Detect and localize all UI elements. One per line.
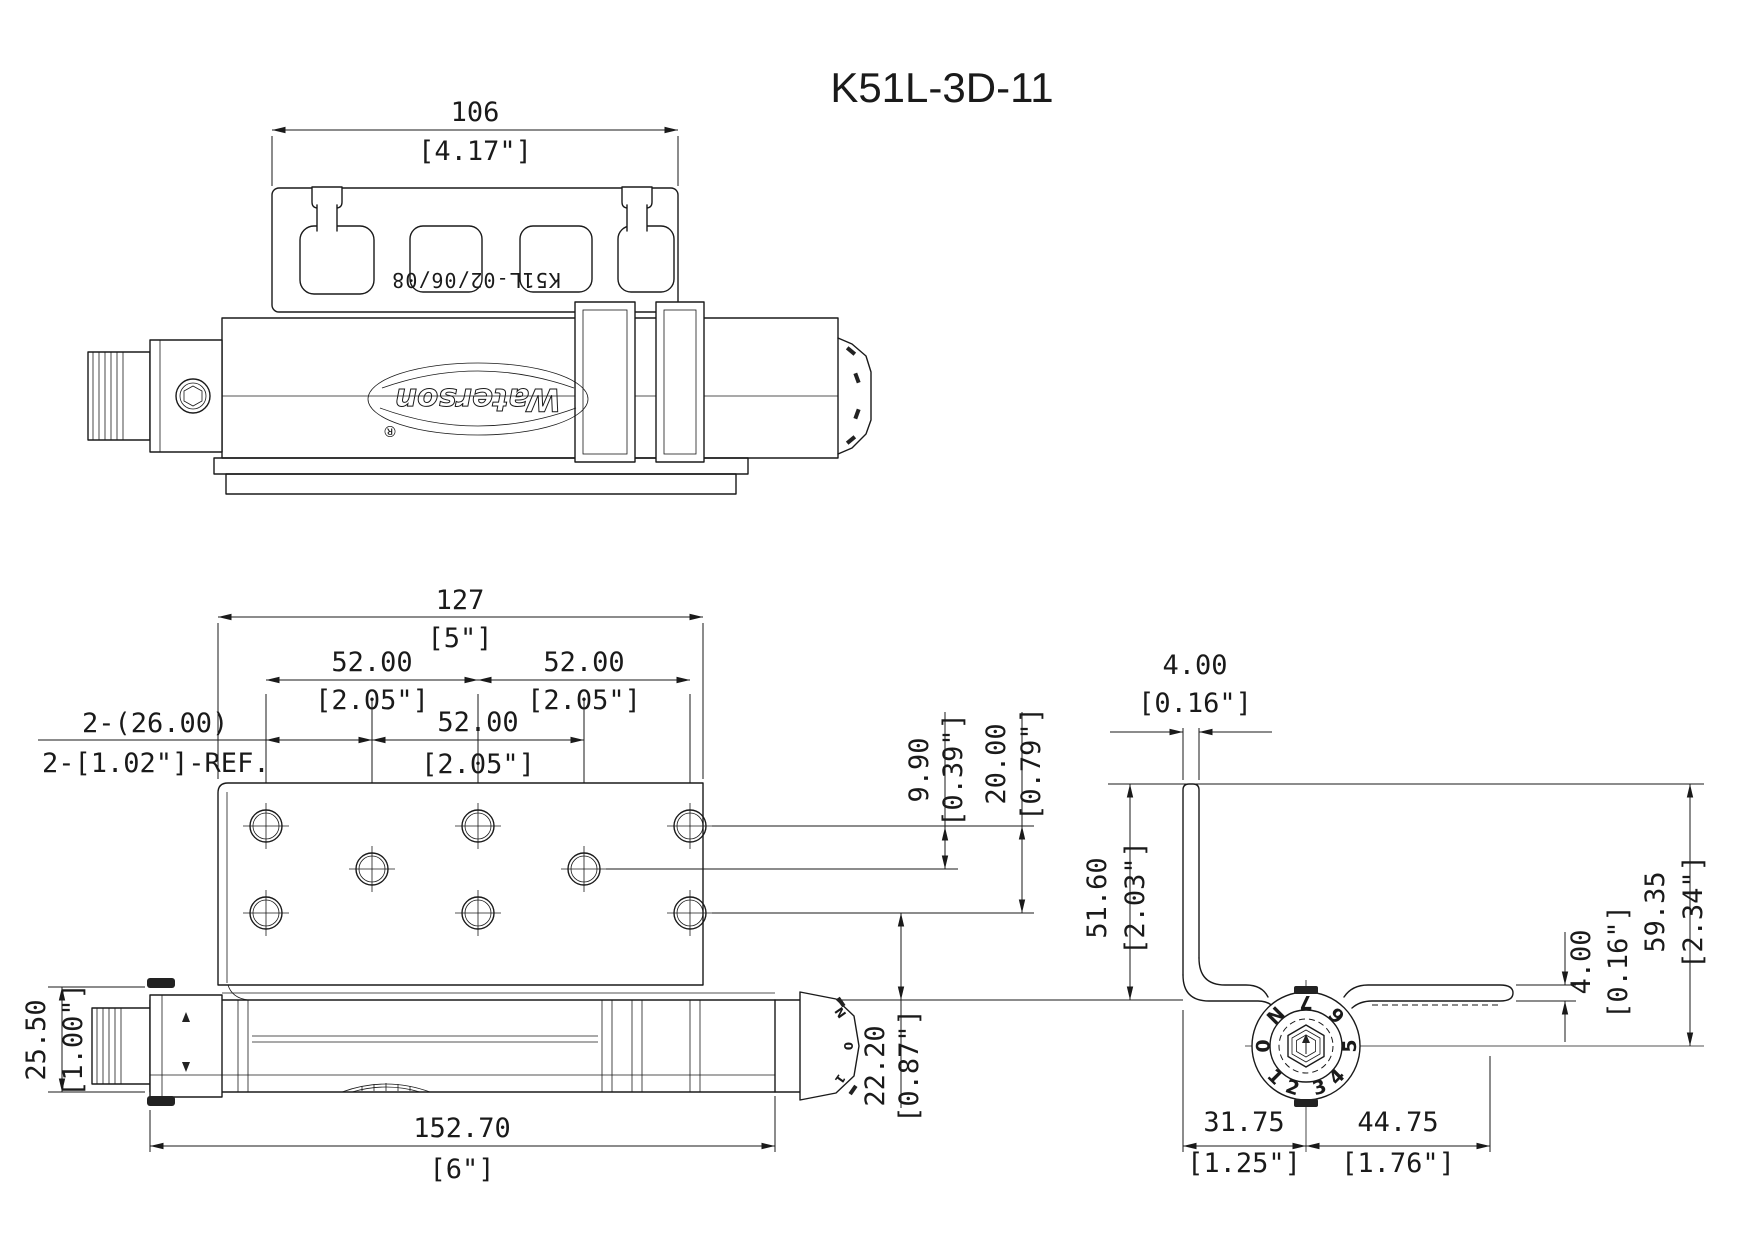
retainer-clip-bottom [147,1096,175,1106]
dim-overall-height: 59.35 [2.34"] [1640,784,1709,1046]
offset-ref-bottom: 2-[1.02"]-REF. [42,748,270,779]
dim-hole-span-right-mm: 52.00 [543,647,624,678]
retainer-clip-top [147,978,175,988]
dim-hole-span-middle-inch: [2.05"] [421,749,535,780]
dim-arm-thickness: 4.00 [0.16"] [1516,905,1634,1042]
dim-hole-span-middle: 52.00 [2.05"] 2-(26.00) 2-[1.02"]-REF. [38,700,585,845]
dial-label: 3 [1310,1075,1329,1100]
top-left-connector [87,339,223,453]
dial-tab-top [1294,986,1318,994]
front-view-plate [217,782,714,986]
dim-plate-width: 127 [5"] [217,585,704,779]
dim-arm-thickness-mm: 4.00 [1566,929,1597,994]
adjustment-dial: N 7 6 5 4 3 2 1 0 [1251,986,1361,1107]
dim-row-offset-mm: 9.90 [904,737,935,802]
dim-overall-height-mm: 59.35 [1640,871,1671,952]
plate-slot-mid-left [409,225,483,293]
dim-hole-span-middle-mm: 52.00 [437,707,518,738]
side-view-bracket [1182,783,1514,1011]
front-left-connector [91,978,223,1106]
side-view: N 7 6 5 4 3 2 1 0 4.00 [0.16"] 51.60 [2 [1082,650,1709,1179]
dim-leg-thickness-inch: [0.16"] [1138,688,1252,719]
dim-plate-to-body-inch: [0.87"] [894,1009,925,1123]
dim-row-span-mm: 20.00 [981,723,1012,804]
dial-label: 7 [1299,991,1312,1013]
dim-plate-to-body: 22.20 [0.87"] [860,913,925,1123]
dim-top-width-mm: 106 [451,97,500,128]
dim-center-to-arm-end-mm: 44.75 [1357,1107,1438,1138]
logo-peek [341,1083,431,1093]
top-view-body [87,317,872,495]
dim-leg-height: 51.60 [2.03"] [1082,784,1151,1000]
dim-body-length: 152.70 [6"] [149,1096,776,1185]
dim-leg-thickness: 4.00 [0.16"] [1110,650,1272,780]
dim-row-span: 20.00 [0.79"] [981,707,1047,913]
dim-overall-height-inch: [2.34"] [1678,855,1709,969]
dim-arm-thickness-inch: [0.16"] [1603,905,1634,1019]
dim-hole-span-left-mm: 52.00 [331,647,412,678]
part-marking: K51L-02/06/08 [391,268,561,292]
waterson-logo-text: Waterson [395,381,561,417]
plate-slot-open-right [617,225,675,293]
top-view-plate: K51L-02/06/08 [271,186,705,463]
front-view-body: N 0 1 [91,978,860,1106]
dim-leg-height-mm: 51.60 [1082,857,1113,938]
dim-center-to-arm-end-inch: [1.76"] [1341,1148,1455,1179]
dim-row-offset: 9.90 [0.39"] [606,712,1034,914]
dim-row-span-inch: [0.79"] [1016,707,1047,821]
dim-top-width: 106 [4.17"] [271,97,679,186]
top-view: 106 [4.17"] [87,97,872,495]
dim-leg-to-center: 31.75 [1.25"] [1182,1010,1306,1179]
plate-finger-right [655,301,705,463]
dial-label: 5 [1339,1039,1361,1052]
plate-slot-open-left [299,225,375,295]
dim-center-to-arm-end: 44.75 [1.76"] [1306,1056,1491,1179]
top-right-cap [837,337,872,455]
dim-plate-width-mm: 127 [436,585,485,616]
top-view-skirt [213,457,749,495]
waterson-logo: Waterson ® [367,362,589,440]
front-right-cap: N 0 1 [774,991,860,1101]
plate-slot-mid-right [519,225,593,293]
dim-leg-to-center-mm: 31.75 [1203,1107,1284,1138]
dial-label: 0 [1251,1039,1273,1052]
dial-label: 2 [1283,1075,1302,1100]
dim-body-height-mm: 25.50 [21,999,52,1080]
cap-mark: 0 [841,1042,855,1050]
dim-leg-to-center-inch: [1.25"] [1187,1148,1301,1179]
dim-row-offset-inch: [0.39"] [938,713,969,827]
plate-finger-left [574,301,636,463]
dim-leg-thickness-mm: 4.00 [1162,650,1227,681]
registered-mark-icon: ® [383,422,398,440]
dim-body-height-inch: [1.00"] [58,983,89,1097]
dim-top-width-inch: [4.17"] [418,136,532,167]
dim-body-length-inch: [6"] [429,1154,494,1185]
offset-ref-top: 2-(26.00) [82,708,228,739]
dim-plate-to-body-mm: 22.20 [860,1025,891,1106]
dial-hex-socket-icon [1287,1024,1325,1068]
dial-tab-bottom [1294,1099,1318,1107]
dim-body-height: 25.50 [1.00"] [21,983,145,1097]
front-view: 127 [5"] 52.00 [2.05"] 52.00 [2.05"] 52.… [21,585,1183,1185]
drawing-title: K51L-3D-11 [830,64,1053,111]
dim-plate-width-inch: [5"] [427,623,492,654]
dim-body-length-mm: 152.70 [413,1113,511,1144]
hex-socket-screw-icon [175,378,211,414]
dim-leg-height-inch: [2.03"] [1120,841,1151,955]
